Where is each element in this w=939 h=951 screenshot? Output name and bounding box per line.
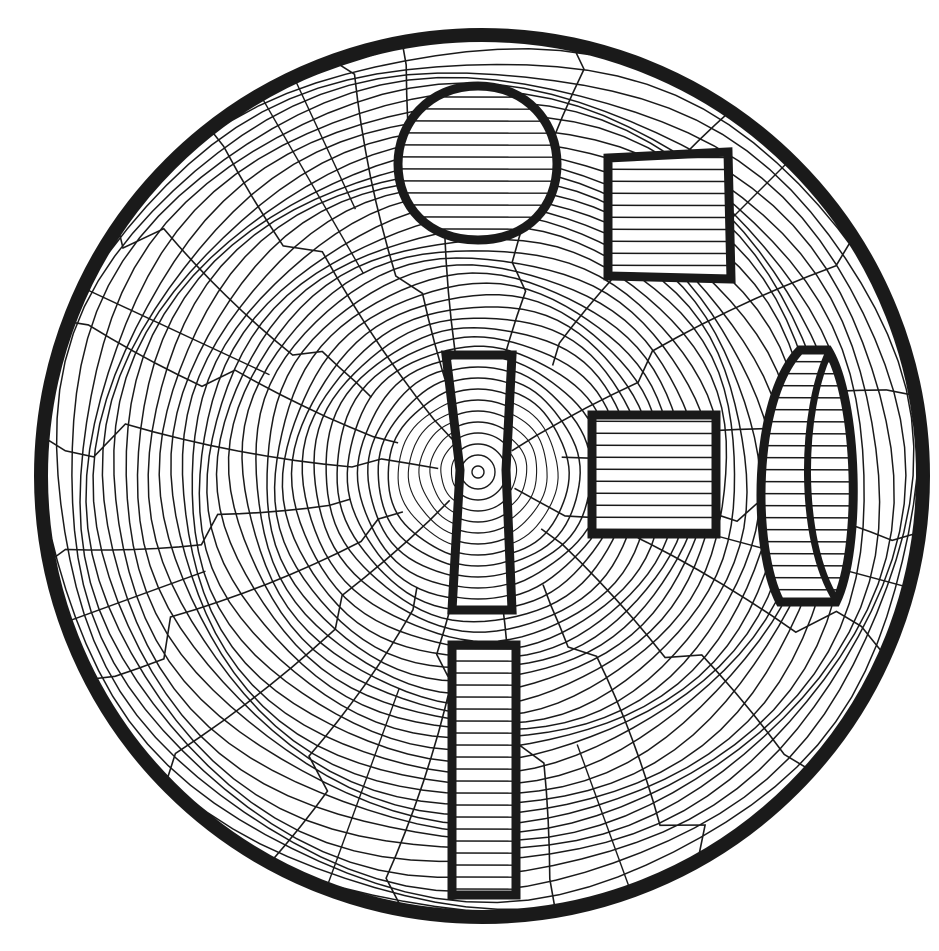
grain-line [0,312,939,314]
grain-line [0,624,939,626]
grain-line [0,324,939,326]
grain-line [0,636,939,638]
grain-line [0,708,939,710]
grain-line [0,660,939,662]
grain-line [0,636,939,638]
grain-line [0,804,939,806]
grain-line [0,300,939,302]
grain-line [0,132,939,134]
quartersawn-board-below-pith-fill [452,645,516,895]
grain-line [0,156,939,158]
grain-line [0,636,939,638]
grain-line [0,828,939,830]
grain-line [0,180,939,182]
grain-line [0,276,939,278]
grain-line [0,816,939,818]
square-piece-near-bark-fill [608,152,731,279]
grain-line [0,252,939,254]
grain-line [0,312,939,314]
grain-line [0,312,939,314]
grain-line [0,300,939,302]
grain-line [0,312,939,314]
grain-line [0,60,939,62]
grain-line [0,276,939,278]
grain-line [0,276,939,278]
grain-line [0,876,939,878]
grain-line [0,252,939,254]
cut-pieces [0,4,939,940]
grain-line [0,324,939,326]
radial-check [77,285,269,375]
grain-line [0,696,939,698]
grain-line [0,312,939,314]
grain-line [0,672,939,674]
grain-line [0,144,939,146]
grain-line [0,60,939,62]
grain-line [0,252,939,254]
grain-line [0,300,939,302]
grain-line [0,120,939,122]
grain-line [0,324,939,326]
grain-line [0,252,939,254]
grain-line [0,840,939,842]
grain-line [0,624,939,626]
grain-line [0,300,939,302]
radial-check [257,89,363,273]
grain-line [0,60,939,62]
grain-line [0,852,939,854]
grain-line [0,888,939,890]
grain-line [0,768,939,770]
grain-line [0,276,939,278]
grain-line [0,324,939,326]
grain-line [0,636,939,638]
grain-line [0,624,939,626]
grain-line [0,216,939,218]
grain-line [0,300,939,302]
grain-line [0,636,939,638]
grain-line [0,732,939,734]
radial-check [88,512,403,680]
grain-line [0,624,939,626]
grain-line [0,60,939,62]
grain-line [0,108,939,110]
grain-line [0,252,939,254]
grain-line [0,864,939,866]
grain-line [0,324,939,326]
grain-line [0,624,939,626]
grain-line [0,228,939,230]
grain-line [0,60,939,62]
grain-line [0,276,939,278]
grain-line [0,96,939,98]
